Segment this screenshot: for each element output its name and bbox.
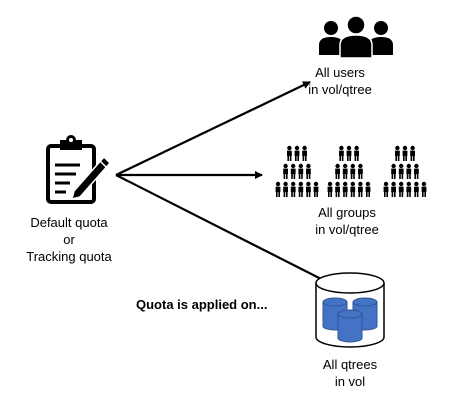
users-group-icon	[319, 15, 393, 59]
person-figure	[395, 145, 400, 161]
users-label-line-2: in vol/qtree	[308, 82, 372, 97]
person-figure	[398, 181, 404, 197]
person-figure	[358, 181, 363, 197]
person-figure	[298, 163, 304, 179]
person-figure	[290, 181, 296, 197]
quota-source-line-1: Default quota	[30, 215, 108, 230]
qtrees-label-line-2: in vol	[334, 374, 366, 389]
users-label-line-1: All users	[315, 65, 365, 80]
person-figure	[398, 163, 404, 179]
qtrees-label: All qtrees in vol	[300, 356, 400, 390]
person-figure	[354, 145, 359, 161]
groups-label: All groups in vol/qtree	[292, 204, 402, 238]
person-figure	[327, 181, 333, 197]
people-groups-icon	[275, 145, 427, 197]
groups-label-line-1: All groups	[318, 205, 376, 220]
person-figure	[342, 181, 348, 197]
groups-label-line-2: in vol/qtree	[315, 222, 379, 237]
person-figure	[335, 181, 340, 197]
quota-source-line-2: or	[63, 232, 75, 247]
person-figure	[421, 181, 427, 197]
person-figure	[391, 163, 396, 179]
person-figure	[410, 145, 415, 161]
person-figure	[414, 181, 419, 197]
person-figure	[346, 145, 352, 161]
person-figure	[339, 145, 344, 161]
arrow-to-qtrees	[115, 174, 332, 285]
person-figure	[306, 163, 311, 179]
person-figure	[287, 145, 292, 161]
person-figure	[298, 181, 304, 197]
arrow-to-users	[115, 81, 311, 176]
person-figure	[294, 145, 300, 161]
person-figure	[358, 163, 363, 179]
quota-source-line-3: Tracking quota	[26, 249, 112, 264]
person-figure	[391, 181, 396, 197]
database-cylinders-icon	[315, 272, 385, 348]
person-figure	[275, 181, 281, 197]
person-figure	[365, 181, 371, 197]
person-figure	[302, 145, 307, 161]
person-figure	[350, 163, 356, 179]
person-figure	[342, 163, 348, 179]
clipboard-pen-icon	[46, 135, 112, 204]
person-figure	[350, 181, 356, 197]
person-figure	[414, 163, 419, 179]
person-figure	[406, 181, 412, 197]
person-figure	[283, 181, 288, 197]
person-figure	[406, 163, 412, 179]
quota-source-label: Default quota or Tracking quota	[10, 214, 128, 265]
person-figure	[402, 145, 408, 161]
person-figure	[290, 163, 296, 179]
person-figure	[313, 181, 319, 197]
person-figure	[306, 181, 311, 197]
qtrees-label-line-1: All qtrees	[322, 357, 378, 372]
person-figure	[283, 163, 288, 179]
person-figure	[335, 163, 340, 179]
users-label: All users in vol/qtree	[290, 64, 390, 98]
applied-caption: Quota is applied on...	[136, 297, 268, 312]
person-figure	[383, 181, 389, 197]
